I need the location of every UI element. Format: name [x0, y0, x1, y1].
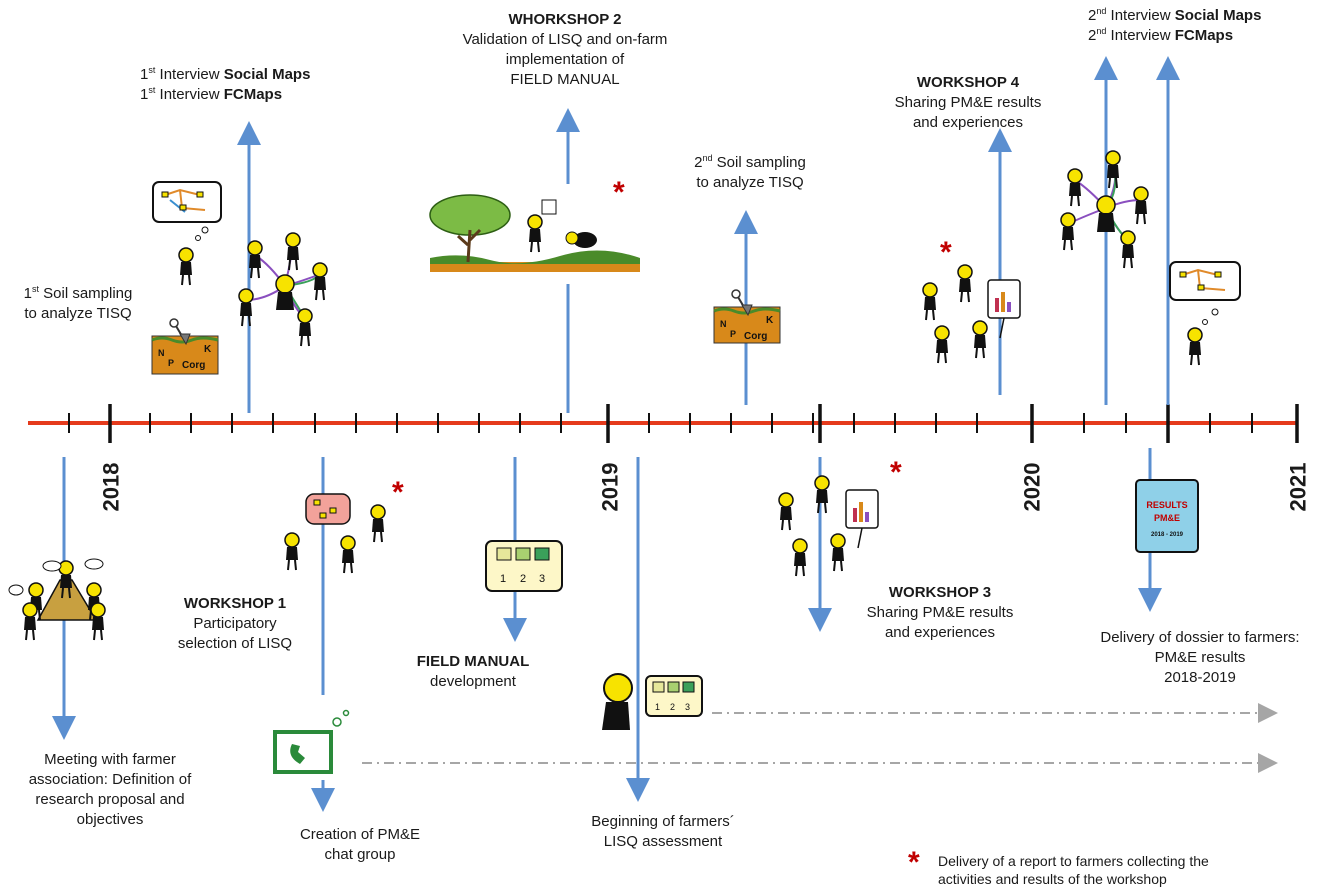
interview-1-label: 1st Interview Social Maps 1st Interview …: [140, 65, 311, 104]
results-book-icon: RESULTS PM&E 2018 - 2019: [1135, 479, 1199, 553]
manual-num-1: 1: [500, 573, 506, 585]
results-book-subtitle: PM&E: [1154, 513, 1180, 523]
year-label-2020: 2020: [1019, 462, 1045, 512]
social-map-illustration-1: [238, 232, 328, 347]
year-label-2021: 2021: [1285, 462, 1311, 512]
assess-num-2: 2: [670, 702, 675, 712]
soil-label-corg: Corg: [182, 360, 205, 371]
assess-num-1: 1: [655, 702, 660, 712]
workshop1-group-illustration: [284, 493, 386, 574]
workshop-1-label: WORKSHOP 1 Participatory selection of LI…: [177, 595, 293, 652]
meeting-label: Meeting with farmer association: Definit…: [28, 751, 192, 828]
manual-num-2: 2: [520, 573, 526, 585]
soil2-label-p: P: [730, 329, 736, 339]
chat-phone-icon: [273, 709, 350, 774]
workshop-2-label: WHORKSHOP 2 Validation of LISQ and on-fa…: [462, 11, 668, 88]
fcmap-thought-illustration-1: [152, 181, 222, 286]
soil2-label-corg: Corg: [744, 331, 767, 342]
field-manual-notebook-icon: 1 2 3: [485, 540, 563, 592]
soil-sample-illustration-2: N P K Corg: [713, 289, 781, 344]
year-label-2018: 2018: [98, 462, 124, 512]
dashed-arrows: [362, 703, 1278, 773]
soil2-label-n: N: [720, 319, 727, 329]
social-map-illustration-2: [1060, 150, 1149, 269]
soil-sample-illustration-1: N P K Corg: [151, 318, 219, 375]
assess-num-3: 3: [685, 702, 690, 712]
assessment-illustration: 1 2 3: [602, 673, 703, 730]
soil-label-p: P: [168, 358, 174, 368]
assessment-label: Beginning of farmers´ LISQ assessment: [591, 813, 735, 850]
dossier-label: Delivery of dossier to farmers: PM&E res…: [1100, 629, 1300, 686]
field-landscape-illustration: [429, 194, 640, 272]
workshop4-group-illustration: [922, 264, 1021, 364]
report-star-workshop2: *: [613, 176, 625, 209]
workshop3-group-illustration: [778, 475, 879, 577]
workshop-3-label: WORKSHOP 3 Sharing PM&E results and expe…: [866, 584, 1014, 641]
up-arrows: [237, 56, 1180, 413]
soil-label-k: K: [204, 344, 212, 355]
timeline-ticks: [68, 404, 1299, 443]
year-label-2019: 2019: [597, 462, 623, 512]
field-manual-label: FIELD MANUAL development: [416, 653, 530, 690]
manual-num-3: 3: [539, 573, 545, 585]
legend-star: *: [908, 846, 920, 879]
interview-2-label: 2nd Interview Social Maps 2nd Interview …: [1088, 6, 1262, 45]
fcmap-thought-illustration-2: [1169, 261, 1241, 366]
chat-group-label: Creation of PM&E chat group: [299, 826, 421, 863]
legend-text: Delivery of a report to farmers collecti…: [938, 853, 1209, 887]
soil-sampling-1-label: 1st Soil sampling to analyze TISQ: [23, 284, 133, 323]
report-star-workshop3: *: [890, 456, 902, 489]
soil-label-n: N: [158, 348, 165, 358]
workshop-4-label: WORKSHOP 4 Sharing PM&E results and expe…: [894, 74, 1042, 131]
report-star-workshop1: *: [392, 476, 404, 509]
meeting-table-illustration: [8, 558, 106, 641]
soil-sampling-2-label: 2nd Soil sampling to analyze TISQ: [694, 153, 806, 192]
results-book-title: RESULTS: [1146, 500, 1187, 510]
soil2-label-k: K: [766, 315, 774, 326]
results-book-years: 2018 - 2019: [1151, 532, 1184, 538]
report-star-workshop4: *: [940, 236, 952, 269]
